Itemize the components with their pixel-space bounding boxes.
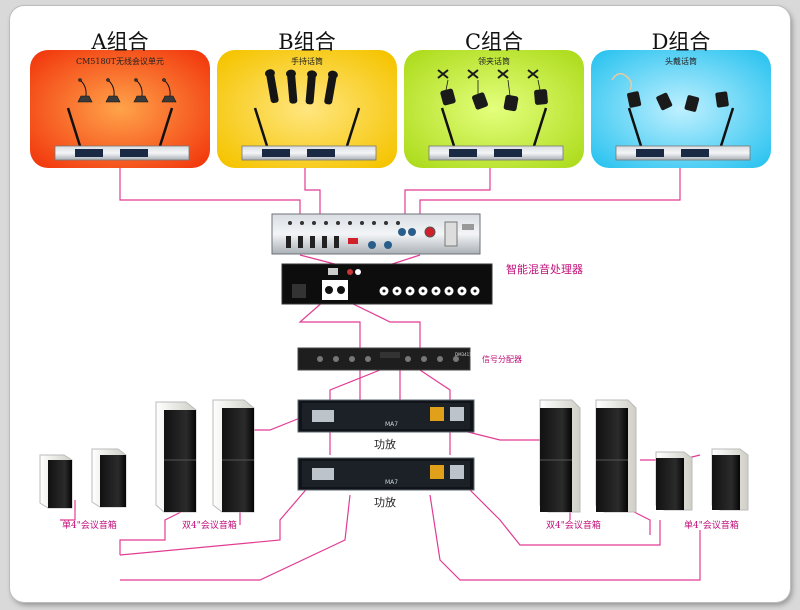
- group-a-subtitle: CM5180T无线会议单元: [75, 57, 164, 66]
- group-panel-b: [217, 50, 397, 168]
- group-panel-d: [591, 50, 771, 168]
- group-a-title: A组合: [91, 30, 149, 54]
- mixer-unit: [271, 213, 481, 255]
- group-d-title: D组合: [651, 30, 711, 54]
- amp1-label: 功放: [374, 438, 396, 451]
- signal-cables: [60, 168, 701, 581]
- speaker-double-left-1: [155, 401, 197, 513]
- group-c-subtitle: 领夹话筒: [478, 57, 510, 66]
- splitter-label: 信号分配器: [482, 355, 522, 364]
- signal-splitter-unit: DM3411: [297, 347, 472, 371]
- double-speaker-right-label: 双4"会议音箱: [546, 521, 601, 531]
- wireless-receiver-d: [615, 107, 751, 161]
- conference-unit-icons: [77, 78, 177, 103]
- lavalier-mic-icons: [437, 69, 548, 112]
- amp2-label: 功放: [374, 496, 396, 509]
- wireless-receiver-b: [241, 107, 377, 161]
- handheld-mic-icons: [264, 69, 338, 105]
- single-speaker-right-label: 单4"会议音箱: [684, 521, 739, 531]
- power-amplifier-2: MA7: [297, 457, 475, 491]
- speaker-single-left-1: [39, 454, 73, 509]
- group-d-subtitle: 头戴话筒: [665, 57, 697, 66]
- group-c-title: C组合: [464, 30, 524, 54]
- speaker-double-right-2: [595, 399, 637, 513]
- splitter-model-text: DM3411: [455, 352, 472, 357]
- processor-label: 智能混音处理器: [506, 263, 583, 276]
- power-amplifier-1: MA7: [297, 399, 475, 433]
- wireless-receiver-c: [428, 107, 564, 161]
- amp2-model-text: MA7: [385, 479, 398, 486]
- wireless-receiver-a: [54, 107, 190, 161]
- speaker-single-right-1: [655, 451, 693, 511]
- headset-mic-icons: [611, 73, 729, 112]
- group-b-subtitle: 手持话筒: [291, 57, 323, 66]
- group-b-title: B组合: [278, 30, 336, 54]
- mixing-processor-unit: [281, 263, 493, 305]
- single-speaker-left-label: 单4"会议音箱: [62, 521, 117, 531]
- double-speaker-left-label: 双4"会议音箱: [182, 521, 237, 531]
- group-panel-c: [404, 50, 584, 168]
- speaker-single-right-2: [711, 448, 749, 511]
- speaker-double-right-1: [539, 399, 581, 513]
- speaker-single-left-2: [91, 448, 127, 508]
- amp1-model-text: MA7: [385, 421, 398, 428]
- speaker-double-left-2: [212, 399, 255, 513]
